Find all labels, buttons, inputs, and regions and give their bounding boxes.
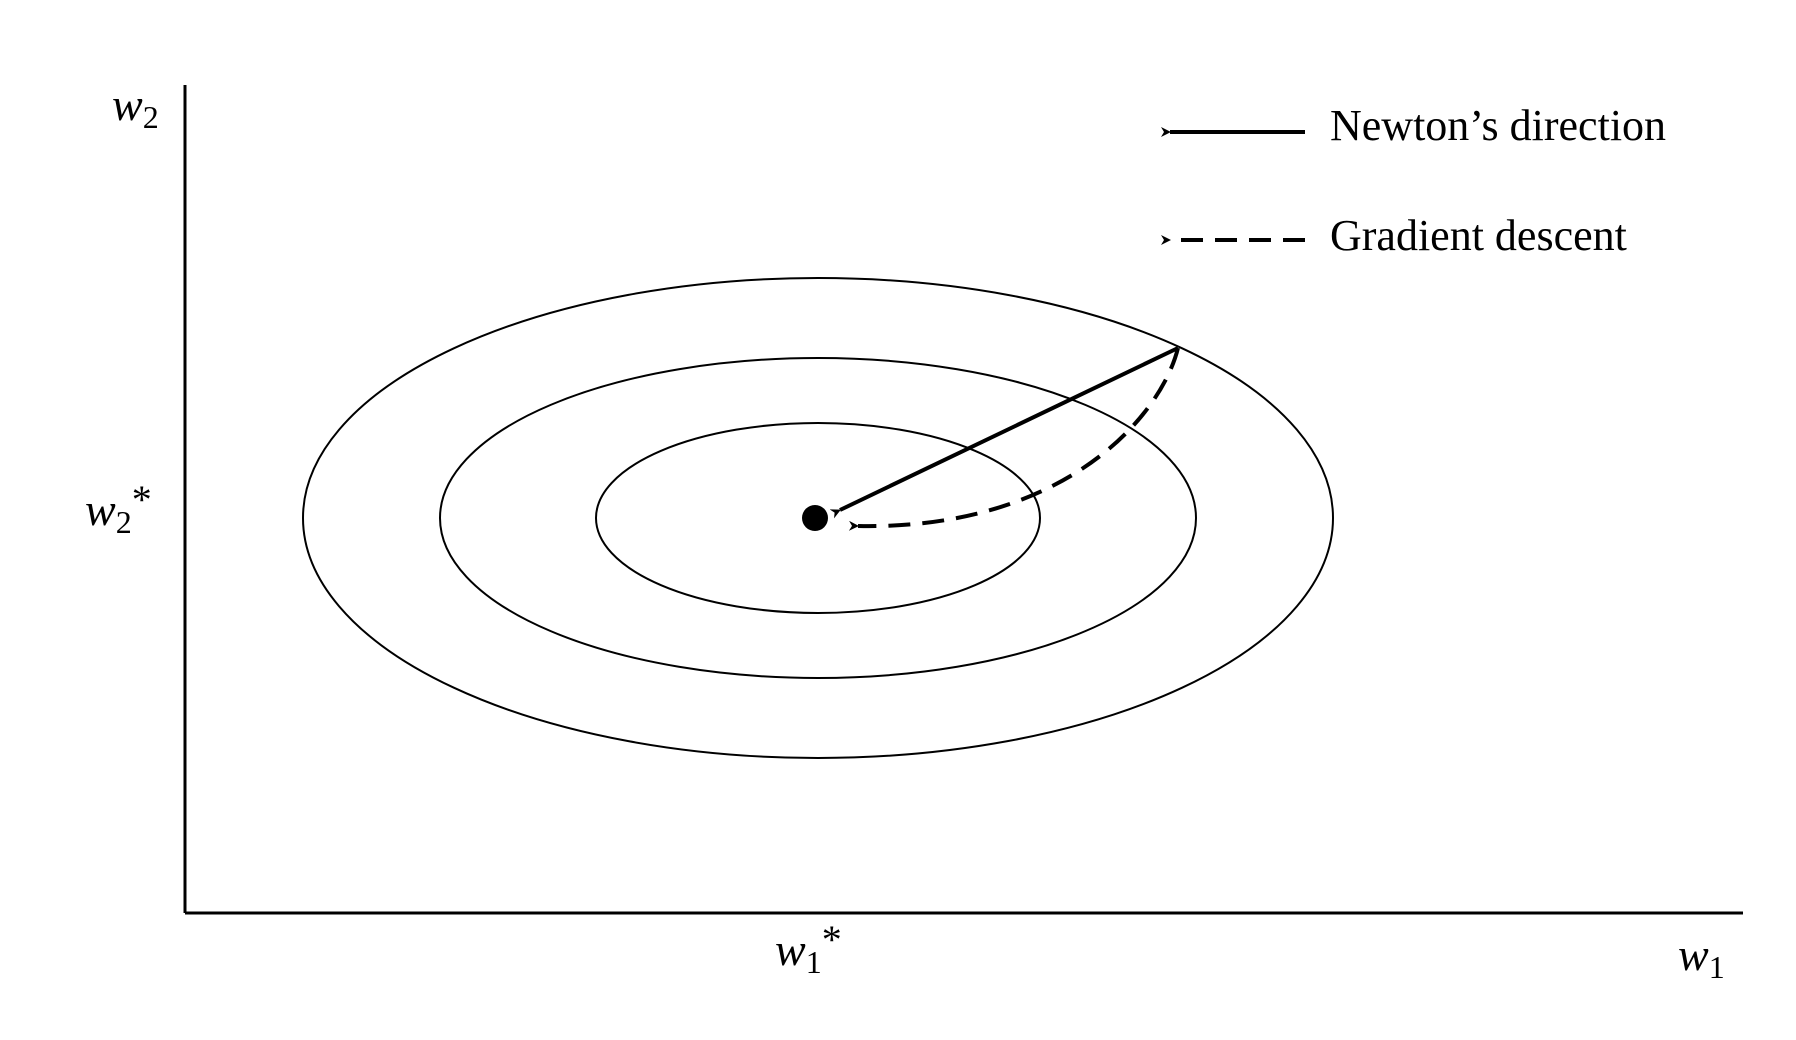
newton-direction-arrow [829, 346, 1179, 519]
contour-inner [595, 422, 1041, 614]
contour-outer [302, 277, 1334, 759]
y-optimum-label: w2* [85, 477, 152, 540]
optimum-point [802, 505, 828, 531]
legend-gradient-label: Gradient descent [1330, 211, 1627, 260]
x-optimum-label: w1* [775, 917, 842, 980]
legend: Newton’s direction Gradient descent [1161, 101, 1666, 260]
contour-middle [439, 357, 1197, 679]
x-axis-label: w1 [1678, 929, 1725, 985]
gradient-descent-path [848, 347, 1180, 531]
y-axis-label: w2 [112, 79, 159, 135]
legend-newton-label: Newton’s direction [1330, 101, 1666, 150]
